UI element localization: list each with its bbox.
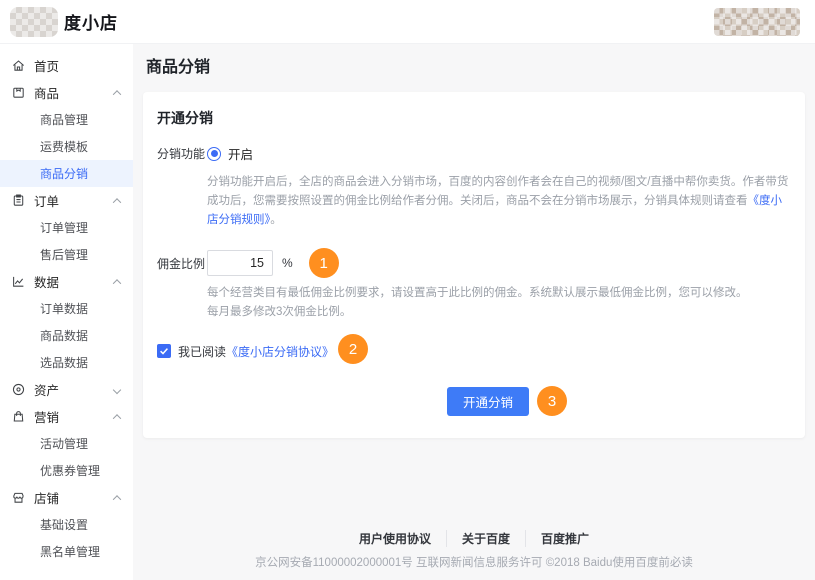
marketing-icon: [11, 409, 26, 424]
enable-distribution-button[interactable]: 开通分销: [446, 386, 529, 416]
user-avatar-blurred[interactable]: [714, 8, 800, 36]
sidebar-item-label: 订单管理: [40, 221, 89, 235]
sidebar-item-label: 基础设置: [40, 518, 89, 532]
distribution-agreement-link[interactable]: 《度小店分销协议》: [226, 344, 335, 359]
shop-icon: [11, 490, 26, 505]
step-badge-3: 3: [537, 386, 567, 416]
section-title: 开通分销: [157, 110, 213, 126]
distribution-toggle-row: 分销功能 开启: [157, 144, 791, 163]
main-content: 商品分销 开通分销 分销功能 开启 分销功能开启后，全店的商品会进入分销市场，百…: [133, 44, 815, 580]
check-icon: [160, 348, 168, 355]
sidebar-item-data[interactable]: 数据: [0, 268, 133, 295]
sidebar-item-label: 首页: [34, 60, 60, 74]
asset-icon: [11, 382, 26, 397]
app-title: 度小店: [64, 14, 118, 33]
home-icon: [11, 58, 26, 73]
sidebar-item-label: 售后管理: [40, 248, 89, 262]
sidebar-item-marketing[interactable]: 营销: [0, 403, 133, 430]
top-header: 度小店: [0, 0, 815, 44]
sidebar-item-label: 商品管理: [40, 113, 89, 127]
sidebar-item-label: 商品数据: [40, 329, 89, 343]
sidebar-item-goods-distribution[interactable]: 商品分销: [0, 160, 133, 187]
sidebar-item-shop[interactable]: 店铺: [0, 484, 133, 511]
chevron-up-icon: [112, 413, 122, 423]
blurred-logo: [10, 6, 58, 37]
sidebar-item-aftersale-manage[interactable]: 售后管理: [0, 241, 133, 268]
goods-icon: [11, 85, 26, 100]
radio-option-label: 开启: [228, 148, 254, 162]
sidebar-item-activity-manage[interactable]: 活动管理: [0, 430, 133, 457]
footer-copyright: 京公网安备11000002000001号 互联网新闻信息服务许可 ©2018 B…: [255, 557, 693, 569]
sidebar-item-goods-manage[interactable]: 商品管理: [0, 106, 133, 133]
sidebar-item-label: 营销: [34, 411, 60, 425]
commission-help-line1: 每个经营类目有最低佣金比例要求，请设置高于此比例的佣金。系统默认展示最低佣金比例…: [207, 287, 748, 299]
sidebar-item-assets[interactable]: 资产: [0, 376, 133, 403]
commission-help-text: 每个经营类目有最低佣金比例要求，请设置高于此比例的佣金。系统默认展示最低佣金比例…: [207, 284, 791, 322]
sidebar-item-home[interactable]: 首页: [0, 52, 133, 79]
commission-label: 佣金比例: [157, 256, 206, 271]
sidebar-item-label: 订单数据: [40, 302, 89, 316]
sidebar-nav: 首页 商品 商品管理 运费模板 商品分销 订单 订单管理 售后管理 数据 订单数…: [0, 44, 133, 580]
sidebar-item-label: 商品分销: [40, 167, 89, 181]
percent-unit: %: [282, 256, 293, 270]
sidebar-item-label: 运费模板: [40, 140, 89, 154]
chevron-up-icon: [112, 494, 122, 504]
chevron-down-icon: [112, 385, 122, 394]
agreement-checkbox[interactable]: [157, 344, 171, 358]
sidebar-item-label: 活动管理: [40, 437, 89, 451]
sidebar-item-basic-settings[interactable]: 基础设置: [0, 511, 133, 538]
enable-radio[interactable]: 开启: [207, 144, 253, 163]
sidebar-item-shipping-template[interactable]: 运费模板: [0, 133, 133, 160]
distribution-toggle-label: 分销功能: [157, 147, 206, 161]
sidebar-item-label: 选品数据: [40, 356, 89, 370]
footer-link-baidu-promotion[interactable]: 百度推广: [525, 530, 589, 547]
commission-help-line2: 每月最多修改3次佣金比例。: [207, 306, 352, 318]
footer-link-about-baidu[interactable]: 关于百度: [445, 530, 510, 547]
page-title: 商品分销: [146, 59, 211, 76]
help-text: 分销功能开启后，全店的商品会进入分销市场，百度的内容创作者会在自己的视频/图文/…: [207, 176, 789, 207]
order-icon: [11, 193, 26, 208]
step-badge-1: 1: [308, 248, 339, 278]
sidebar-item-label: 店铺: [34, 492, 60, 506]
chevron-up-icon: [112, 278, 122, 288]
submit-row: 开通分销 3: [190, 386, 815, 416]
sidebar-item-label: 优惠券管理: [40, 464, 101, 478]
chevron-up-icon: [112, 197, 122, 207]
sidebar-item-order-data[interactable]: 订单数据: [0, 295, 133, 322]
sidebar-item-label: 商品: [34, 87, 60, 101]
agreement-row: 我已阅读 《度小店分销协议》 2: [157, 334, 791, 364]
sidebar-item-label: 订单: [34, 195, 60, 209]
sidebar-item-blacklist-manage[interactable]: 黑名单管理: [0, 538, 133, 565]
sidebar-item-selection-data[interactable]: 选品数据: [0, 349, 133, 376]
footer-links: 用户使用协议 关于百度 百度推广: [143, 530, 805, 547]
footer-link-user-agreement[interactable]: 用户使用协议: [358, 532, 431, 546]
commission-rate-input[interactable]: [207, 250, 273, 276]
sidebar-item-goods[interactable]: 商品: [0, 79, 133, 106]
distribution-help-text: 分销功能开启后，全店的商品会进入分销市场，百度的内容创作者会在自己的视频/图文/…: [207, 173, 791, 230]
data-icon: [11, 274, 26, 289]
sidebar-item-goods-data[interactable]: 商品数据: [0, 322, 133, 349]
radio-selected-icon: [207, 146, 221, 161]
page-footer: 用户使用协议 关于百度 百度推广 京公网安备11000002000001号 互联…: [143, 530, 805, 570]
agreement-text: 我已阅读: [178, 344, 227, 359]
distribution-rules-link[interactable]: 《度小店分销规则》: [207, 195, 782, 226]
sidebar-item-label: 资产: [34, 384, 60, 398]
chevron-up-icon: [112, 89, 122, 99]
sidebar-item-label: 数据: [34, 276, 60, 290]
commission-row: 佣金比例 % 1: [157, 248, 791, 278]
step-badge-2: 2: [338, 334, 369, 364]
help-text-suffix: 。: [270, 214, 282, 226]
distribution-card: 开通分销 分销功能 开启 分销功能开启后，全店的商品会进入分销市场，百度的内容创…: [143, 92, 805, 438]
sidebar-item-orders[interactable]: 订单: [0, 187, 133, 214]
sidebar-item-order-manage[interactable]: 订单管理: [0, 214, 133, 241]
sidebar-item-coupon-manage[interactable]: 优惠券管理: [0, 457, 133, 484]
sidebar-item-label: 黑名单管理: [40, 545, 101, 559]
